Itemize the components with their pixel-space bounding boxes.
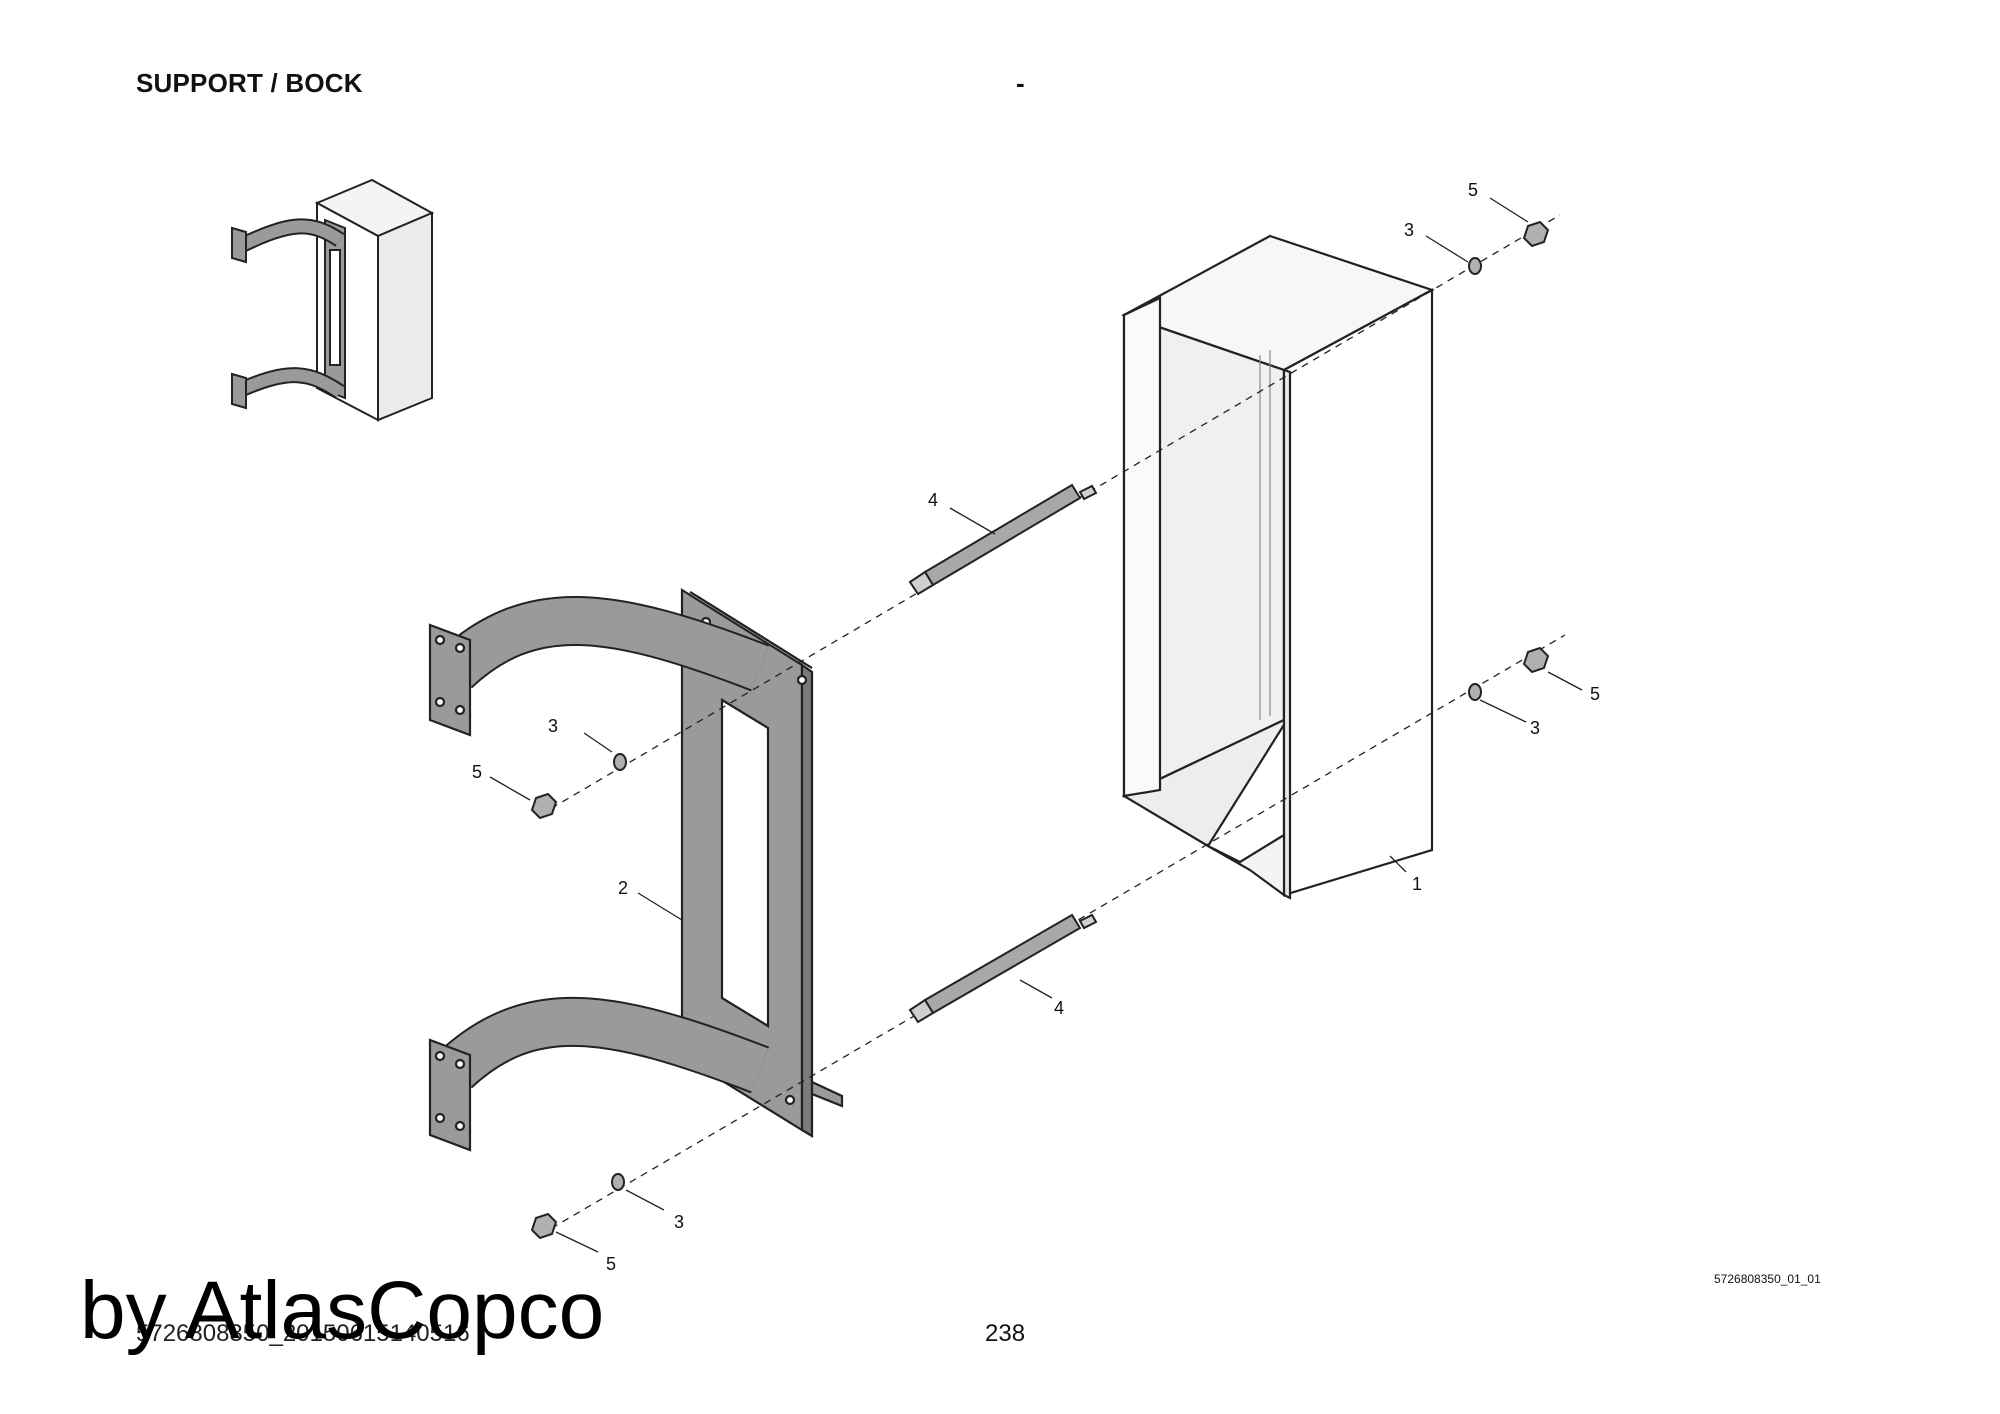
file-code: 5726808350_20150615140516 [136,1320,470,1347]
header-dash: - [1016,68,1025,98]
nut-5-top-right [1522,220,1550,248]
nut-5-left-lower [530,1212,558,1240]
washer-3-top-right [1468,257,1482,275]
nut-5-mid-right [1522,646,1550,674]
part-4-spacer-upper [908,483,1098,596]
washer-3-left-lower [611,1173,625,1191]
hardware-washers-nuts [530,220,1550,1240]
watermark-text: by AtlasCopco [80,1265,605,1356]
callout-3-top-right: 3 [1404,220,1414,240]
callout-4-upper: 4 [928,490,938,510]
callout-3-left-lower: 3 [674,1212,684,1232]
callout-2-bracket: 2 [618,878,628,898]
callout-5-top-right: 5 [1468,180,1478,200]
callout-3-mid-right: 3 [1530,718,1540,738]
callout-5-mid-right: 5 [1590,684,1600,704]
page-number: 238 [985,1320,1026,1347]
washer-3-mid-right [1468,683,1482,701]
part-1-cover [1121,234,1435,900]
page-title: SUPPORT / BOCK [136,68,363,98]
callout-4-lower: 4 [1054,998,1064,1018]
callout-numbers: 5 3 4 3 5 5 3 1 2 4 3 5 [472,180,1600,1274]
callout-5-left-lower: 5 [606,1254,616,1274]
washer-3-left-upper [613,753,627,771]
part-4-spacer-lower [908,913,1098,1024]
assembly-overview-thumbnail [231,178,435,422]
nut-5-left-upper [530,792,558,820]
part-2-bracket [428,588,844,1152]
callout-3-left-upper: 3 [548,716,558,736]
callout-leader-lines [489,197,1583,1253]
callout-1-cover: 1 [1412,874,1422,894]
figure-reference: 5726808350_01_01 [1714,1272,1821,1286]
callout-5-left-upper: 5 [472,762,482,782]
